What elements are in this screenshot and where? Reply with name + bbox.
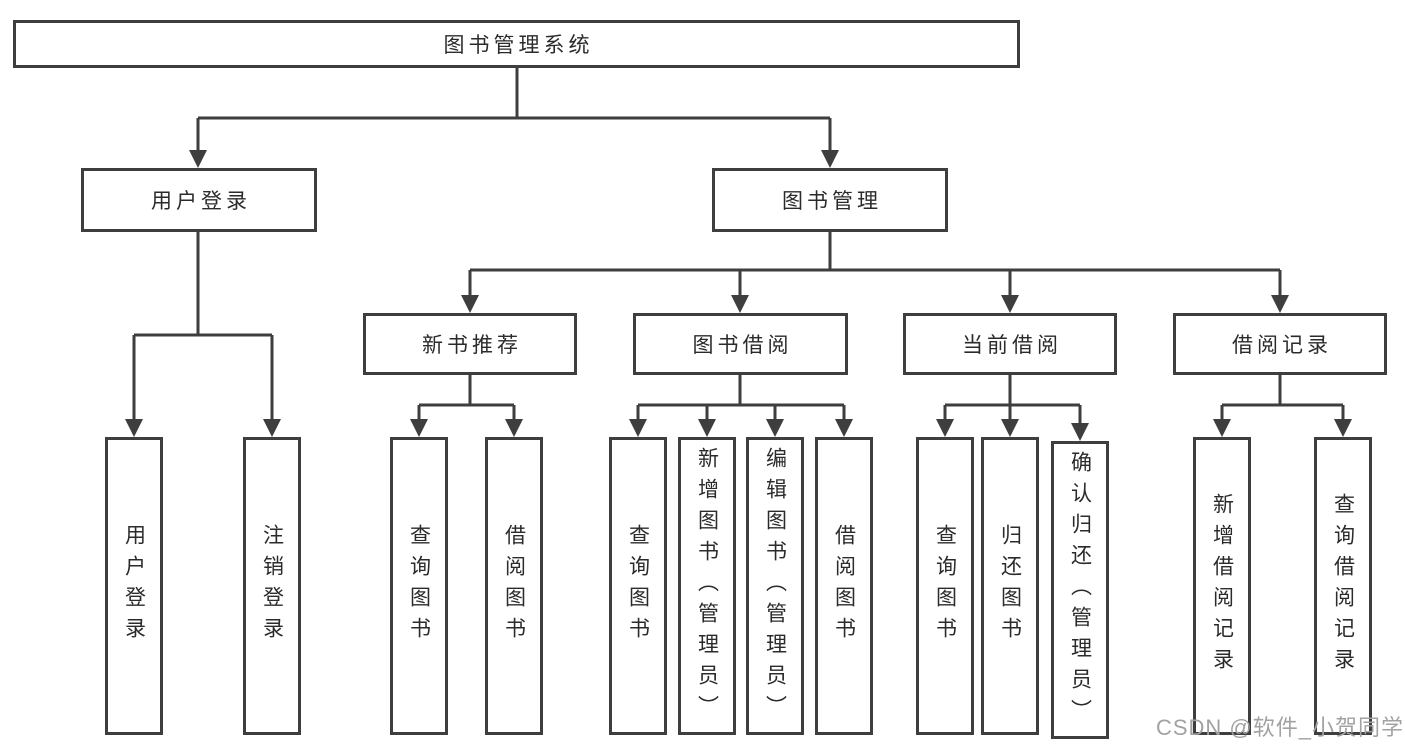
leaf-borrow-books-borrowing: 借阅图书 (815, 437, 873, 735)
leaf-label: 查询图书 (933, 524, 957, 648)
leaf-label: 借阅图书 (502, 524, 526, 648)
leaf-label: 编辑图书（管理员） (763, 446, 787, 726)
leaf-label: 注销登录 (260, 524, 284, 648)
leaf-label: 查询图书 (407, 524, 431, 648)
leaf-label: 借阅图书 (832, 524, 856, 648)
leaf-label: 新增图书（管理员） (695, 446, 719, 726)
node-current-borrowing: 当前借阅 (903, 313, 1117, 375)
leaf-confirm-return-admin: 确认归还（管理员） (1051, 441, 1109, 739)
node-label: 新书推荐 (422, 334, 522, 357)
leaf-query-books-newbook: 查询图书 (390, 437, 448, 735)
leaf-query-books-borrowing: 查询图书 (609, 437, 667, 735)
leaf-add-borrow-record: 新增借阅记录 (1193, 437, 1251, 735)
leaf-logout: 注销登录 (243, 437, 301, 735)
leaf-return-book: 归还图书 (981, 437, 1039, 735)
node-label: 用户登录 (151, 190, 251, 213)
node-new-book-recommendation: 新书推荐 (363, 313, 577, 375)
node-user-login: 用户登录 (81, 168, 317, 232)
leaf-borrow-books-newbook: 借阅图书 (485, 437, 543, 735)
node-label: 图书管理系统 (443, 34, 594, 57)
leaf-edit-book-admin: 编辑图书（管理员） (746, 437, 804, 735)
node-library-system: 图书管理系统 (13, 20, 1020, 68)
leaf-label: 用户登录 (122, 524, 146, 648)
leaf-label: 归还图书 (998, 524, 1022, 648)
leaf-label: 查询图书 (626, 524, 650, 648)
node-book-borrowing: 图书借阅 (633, 313, 848, 375)
node-label: 图书管理 (782, 190, 882, 213)
node-label: 借阅记录 (1232, 334, 1332, 357)
arrowheads (125, 150, 1352, 441)
csdn-watermark: CSDN @软件_小贺同学 (1155, 715, 1404, 740)
leaf-label: 新增借阅记录 (1210, 493, 1234, 679)
node-book-management: 图书管理 (712, 168, 948, 232)
leaf-add-book-admin: 新增图书（管理员） (678, 437, 736, 735)
leaf-label: 查询借阅记录 (1331, 493, 1355, 679)
leaf-user-login: 用户登录 (105, 437, 163, 735)
leaf-label: 确认归还（管理员） (1068, 450, 1092, 730)
leaf-query-books-current: 查询图书 (916, 437, 974, 735)
node-label: 当前借阅 (962, 334, 1062, 357)
node-borrowing-records: 借阅记录 (1173, 313, 1387, 375)
node-label: 图书借阅 (692, 334, 793, 357)
leaf-query-borrow-record: 查询借阅记录 (1314, 437, 1372, 735)
